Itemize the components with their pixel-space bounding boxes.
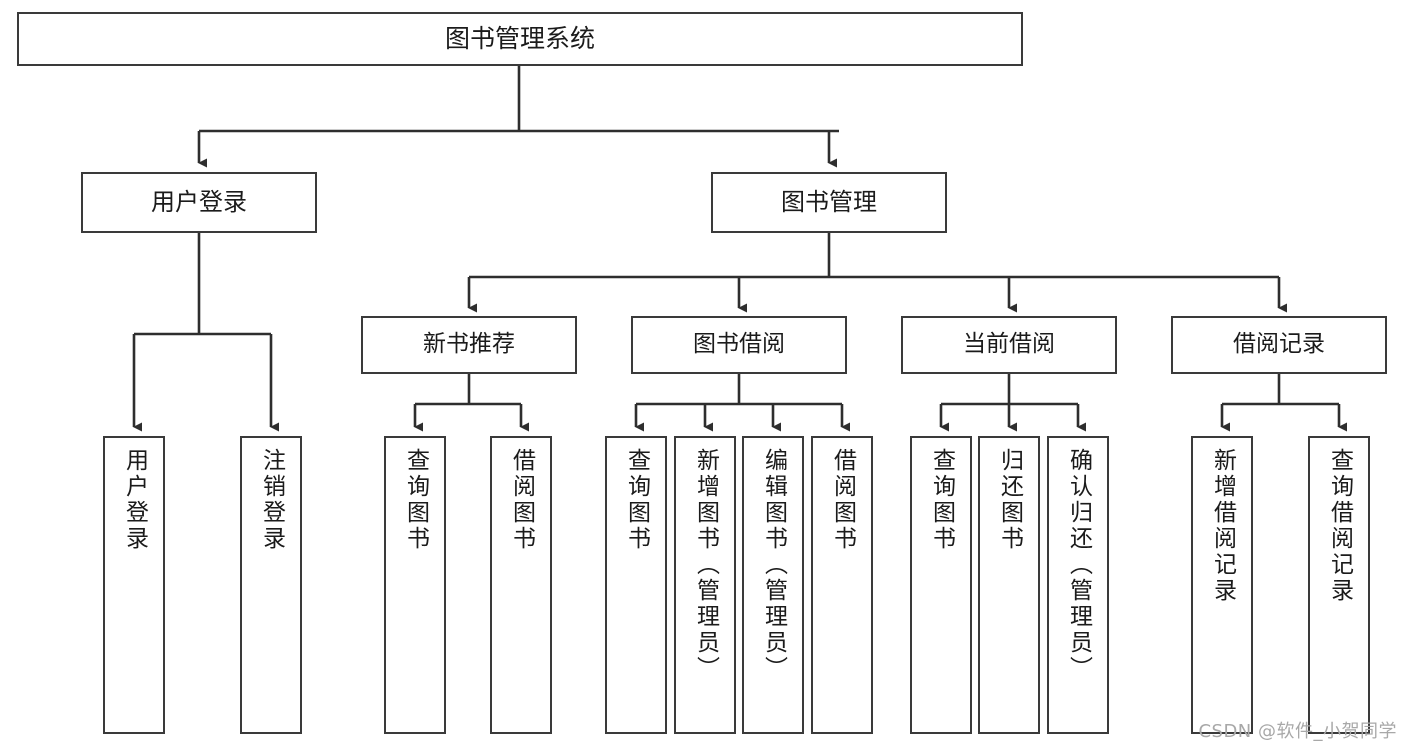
node-leaf-add-book-label: 新增图书（管理员） (692, 448, 719, 682)
node-leaf-query-book-3[interactable]: 查询图书 (910, 436, 972, 734)
node-leaf-add-record-label: 新增借阅记录 (1209, 448, 1236, 604)
node-leaf-user-login[interactable]: 用户登录 (103, 436, 165, 734)
node-borrow-record-label: 借阅记录 (1233, 331, 1325, 358)
node-new-book-recommend[interactable]: 新书推荐 (361, 316, 577, 374)
node-leaf-query-record[interactable]: 查询借阅记录 (1308, 436, 1370, 734)
node-leaf-confirm-return[interactable]: 确认归还（管理员） (1047, 436, 1109, 734)
node-leaf-query-book-1[interactable]: 查询图书 (384, 436, 446, 734)
node-leaf-query-book-1-label: 查询图书 (402, 448, 429, 552)
node-new-book-recommend-label: 新书推荐 (423, 331, 515, 358)
node-leaf-return-book-label: 归还图书 (996, 448, 1023, 552)
node-leaf-add-record[interactable]: 新增借阅记录 (1191, 436, 1253, 734)
node-user-login-label: 用户登录 (151, 188, 247, 217)
node-leaf-logout-label: 注销登录 (258, 448, 285, 552)
node-leaf-add-book[interactable]: 新增图书（管理员） (674, 436, 736, 734)
node-leaf-user-login-label: 用户登录 (121, 448, 148, 552)
node-current-borrow-label: 当前借阅 (963, 331, 1055, 358)
node-leaf-query-book-2[interactable]: 查询图书 (605, 436, 667, 734)
node-borrow-record[interactable]: 借阅记录 (1171, 316, 1387, 374)
node-root[interactable]: 图书管理系统 (17, 12, 1023, 66)
node-current-borrow[interactable]: 当前借阅 (901, 316, 1117, 374)
node-leaf-return-book[interactable]: 归还图书 (978, 436, 1040, 734)
node-leaf-borrow-book-2[interactable]: 借阅图书 (811, 436, 873, 734)
node-leaf-edit-book[interactable]: 编辑图书（管理员） (742, 436, 804, 734)
csdn-watermark: CSDN @软件_小贺同学 (1198, 721, 1397, 742)
node-book-borrow-label: 图书借阅 (693, 331, 785, 358)
node-leaf-logout[interactable]: 注销登录 (240, 436, 302, 734)
node-leaf-borrow-book-1-label: 借阅图书 (508, 448, 535, 552)
node-leaf-query-book-3-label: 查询图书 (928, 448, 955, 552)
node-leaf-borrow-book-2-label: 借阅图书 (829, 448, 856, 552)
node-user-login[interactable]: 用户登录 (81, 172, 317, 233)
node-leaf-edit-book-label: 编辑图书（管理员） (760, 448, 787, 682)
node-book-manage-label: 图书管理 (781, 188, 877, 217)
node-leaf-confirm-return-label: 确认归还（管理员） (1065, 448, 1092, 682)
node-leaf-query-record-label: 查询借阅记录 (1326, 448, 1353, 604)
node-root-label: 图书管理系统 (444, 24, 595, 54)
node-book-manage[interactable]: 图书管理 (711, 172, 947, 233)
node-leaf-query-book-2-label: 查询图书 (623, 448, 650, 552)
node-leaf-borrow-book-1[interactable]: 借阅图书 (490, 436, 552, 734)
node-book-borrow[interactable]: 图书借阅 (631, 316, 847, 374)
